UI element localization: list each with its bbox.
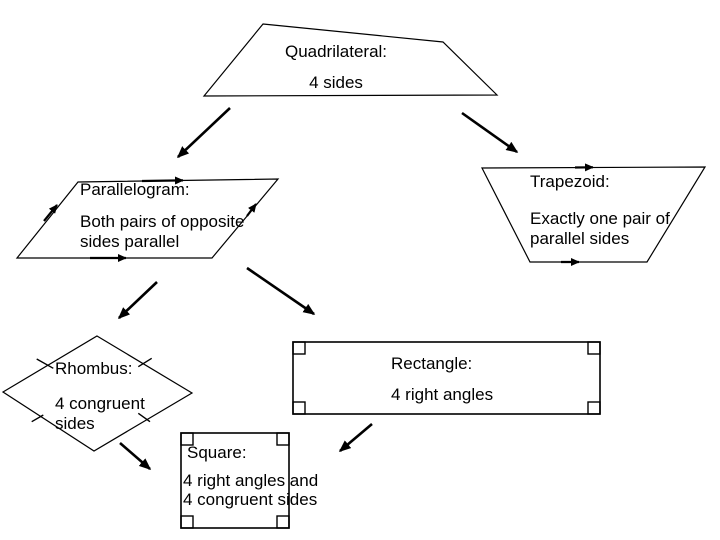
trapezoid-desc-line2: parallel sides <box>530 228 630 248</box>
rectangle-node-shape <box>292 341 601 415</box>
right-angle-marker <box>292 401 306 415</box>
square-title: Square: <box>187 443 247 462</box>
rhombus-title: Rhombus: <box>55 359 133 378</box>
square-desc-line1: 4 right angles and <box>183 471 319 490</box>
congruent-side-tick <box>36 358 54 369</box>
congruent-side-tick <box>31 414 44 423</box>
parallelogram-title: Parallelogram: <box>80 180 190 199</box>
arrow-rectangle-to-square <box>338 423 373 452</box>
rhombus-desc-line2: sides <box>55 413 95 433</box>
parallel-side-arrow <box>246 203 257 217</box>
square-desc-line2: 4 congruent sides <box>183 489 318 509</box>
quadrilateral-node-shape <box>202 23 499 97</box>
parallel-side-arrow <box>43 204 58 222</box>
quadrilateral-title: Quadrilateral: <box>284 42 388 61</box>
arrow-quadrilateral-to-parallelogram <box>176 107 231 159</box>
quadrilateral-desc: 4 sides <box>309 73 363 92</box>
arrow-parallelogram-to-rectangle <box>246 266 316 316</box>
arrow-parallelogram-to-rhombus <box>117 281 158 320</box>
parallelogram-desc-line2: sides parallel <box>80 231 180 251</box>
rectangle-title: Rectangle: <box>391 354 473 373</box>
right-angle-marker <box>587 341 601 355</box>
right-angle-marker <box>587 401 601 415</box>
right-angle-marker <box>276 515 290 529</box>
arrow-rhombus-to-square <box>119 442 152 470</box>
congruent-side-tick <box>137 357 153 368</box>
rectangle-desc: 4 right angles <box>391 385 494 404</box>
trapezoid-node-shape <box>481 166 707 263</box>
arrow-quadrilateral-to-trapezoid <box>461 111 519 154</box>
square-node-shape <box>180 432 290 529</box>
parallelogram-desc-line1: Both pairs of opposite <box>80 212 245 231</box>
right-angle-marker <box>180 432 194 446</box>
trapezoid-title: Trapezoid: <box>530 172 610 191</box>
rhombus-desc-line1: 4 congruent <box>55 394 145 413</box>
parallelogram-node-shape <box>15 178 280 259</box>
trapezoid-desc-line1: Exactly one pair of <box>530 209 670 228</box>
parallel-side-arrow <box>141 176 184 185</box>
right-angle-marker <box>292 341 306 355</box>
right-angle-marker <box>180 515 194 529</box>
rhombus-node-shape <box>1 335 194 452</box>
congruent-side-tick <box>137 412 151 423</box>
right-angle-marker <box>276 432 290 446</box>
